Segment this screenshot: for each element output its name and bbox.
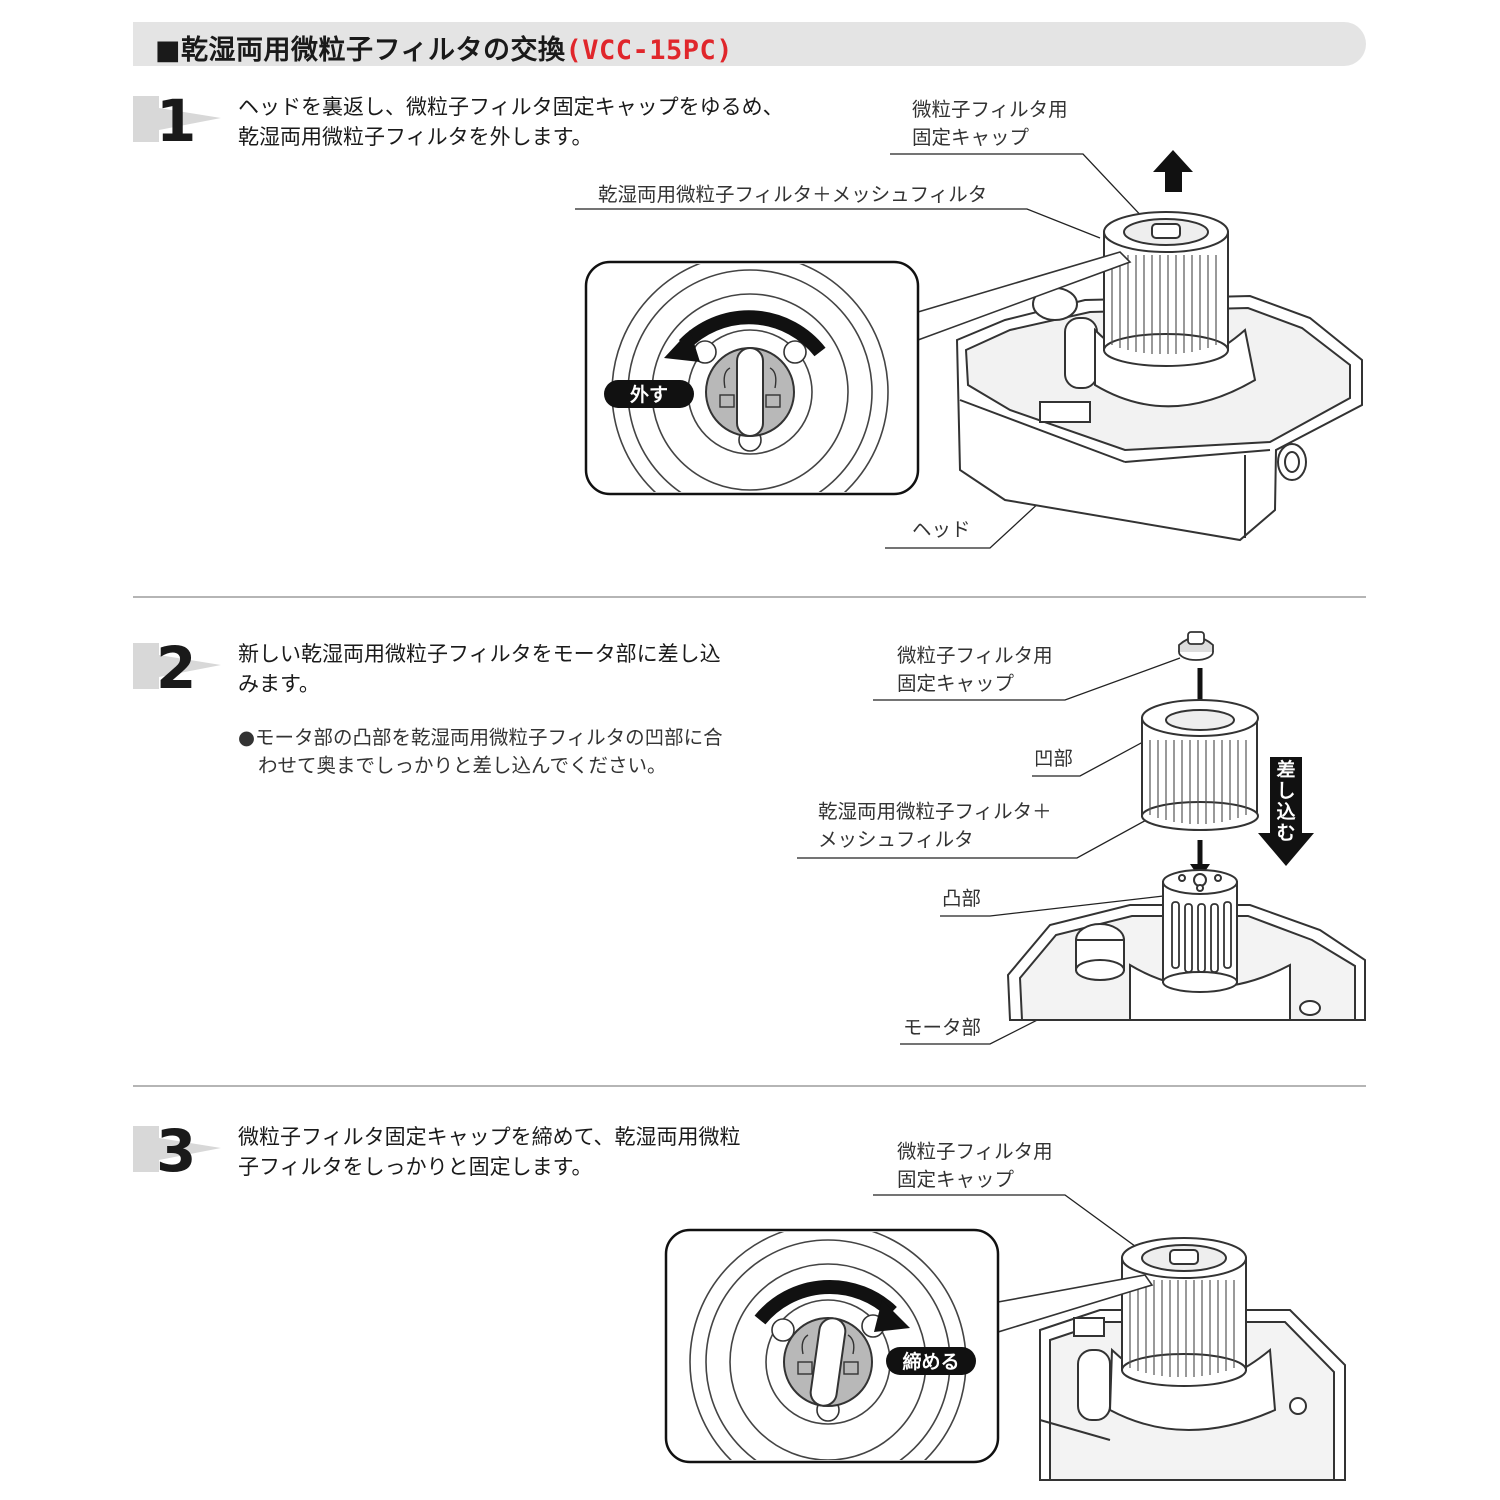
step2-filter-label: 乾湿両用微粒子フィルタ＋メッシュフィルタ: [818, 800, 1052, 851]
tighten-arrow-icon: [754, 1279, 910, 1332]
filter-cylinder-step3: [1121, 1237, 1247, 1387]
head-unit: [955, 287, 1363, 542]
tighten-label: 締める: [902, 1350, 959, 1373]
fixing-cap: [1178, 631, 1214, 661]
step3-zoom-callout: 締める: [664, 1228, 1000, 1464]
step2-recess-label: 凹部: [1034, 747, 1074, 770]
step1-filter-label: 乾湿両用微粒子フィルタ＋メッシュフィルタ: [598, 183, 988, 206]
step-number-3: 3: [156, 1117, 197, 1185]
step-number-1: 1: [156, 87, 197, 155]
head-unit-step3: [1039, 1309, 1346, 1481]
step-flag-3: [133, 1126, 221, 1172]
step-flag-2: [133, 643, 221, 689]
step-1-instruction: ヘッドを裏返し、微粒子フィルタ固定キャップをゆるめ、乾湿両用微粒子フィルタを外し…: [238, 95, 784, 149]
lift-arrow-icon: [1153, 150, 1193, 192]
divider-2: [133, 1085, 1366, 1087]
step-number-2: 2: [156, 634, 197, 702]
step3-cap-label: 微粒子フィルタ用固定キャップ: [897, 1140, 1053, 1191]
model-number: (VCC-15PC): [565, 35, 734, 66]
step2-motor-label: モータ部: [903, 1016, 982, 1039]
section-header-bar: [133, 22, 1366, 66]
loosen-label: 外す: [630, 383, 668, 406]
filter-cylinder: [1103, 211, 1229, 367]
step1-zoom-callout: 外す: [584, 260, 920, 496]
step1-cap-label: 微粒子フィルタ用固定キャップ: [912, 98, 1068, 149]
step-2-instruction: 新しい乾湿両用微粒子フィルタをモータ部に差し込みます。: [238, 642, 721, 696]
step-3-instruction: 微粒子フィルタ固定キャップを締めて、乾湿両用微粒子フィルタをしっかりと固定します…: [238, 1125, 741, 1179]
insert-arrow-icon: [1258, 757, 1314, 866]
insert-label: 差し込む: [1276, 759, 1296, 844]
section-title: ■乾湿両用微粒子フィルタの交換(VCC-15PC): [155, 35, 734, 66]
divider-1: [133, 596, 1366, 598]
step2-illustration: [797, 631, 1366, 1045]
step2-protrusion-label: 凸部: [942, 887, 982, 910]
step2-cap-label: 微粒子フィルタ用固定キャップ: [897, 644, 1053, 695]
step-2-note: ●モータ部の凸部を乾湿両用微粒子フィルタの凹部に合わせて奥までしっかりと差し込ん…: [238, 726, 723, 777]
step-flag-1: [133, 96, 221, 142]
step1-head-label: ヘッド: [912, 518, 971, 541]
loosen-arrow-icon: [664, 310, 826, 362]
step1-illustration: 外す: [575, 150, 1363, 549]
